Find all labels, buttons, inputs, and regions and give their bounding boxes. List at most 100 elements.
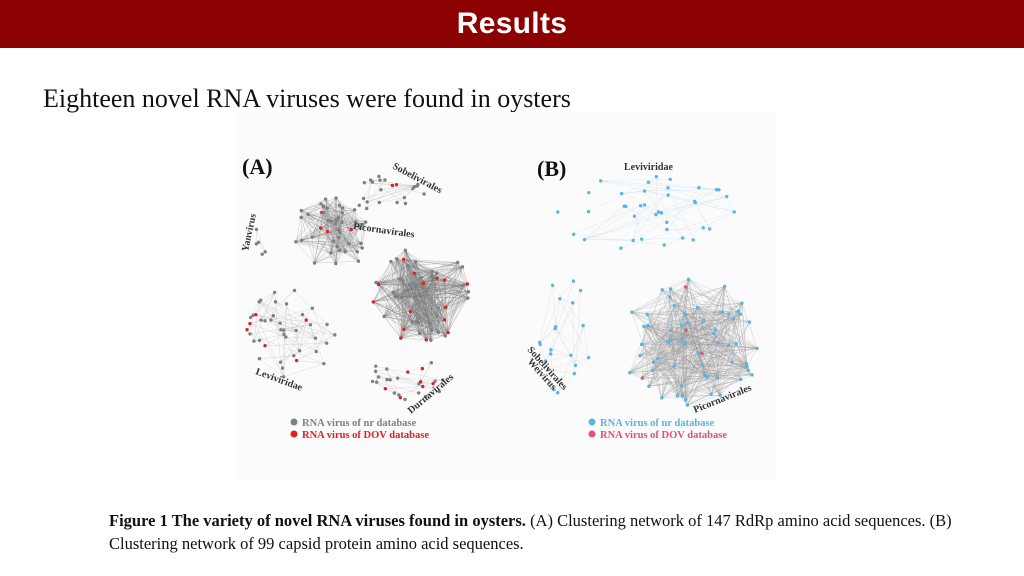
a-picornavirales-2-edge — [414, 266, 463, 274]
a-picornavirales-2-edge — [395, 295, 421, 297]
a-durnavirales-edge — [378, 376, 401, 398]
a-picornavirales-2-edge — [415, 261, 458, 263]
a-picornavirales-2-node — [402, 327, 406, 332]
a-leviviridae-node — [333, 333, 337, 337]
a-leviviridae-node — [248, 315, 253, 320]
b-picornavirales-edge — [697, 307, 737, 345]
b-picornavirales-edge — [685, 314, 704, 321]
b-picornavirales-edge — [704, 314, 741, 376]
b-leviviridae-edge — [624, 206, 667, 230]
a-picornavirales-2-node — [466, 296, 470, 300]
network-nodes — [245, 174, 759, 407]
a-sobelivirales-node — [390, 183, 395, 188]
b-picornavirales-node — [646, 323, 650, 328]
a-picornavirales-1-edge — [339, 250, 359, 262]
a-picornavirales-2-edge — [375, 258, 397, 283]
a-picornavirales-1-edge — [312, 236, 339, 238]
b-picornavirales-edge — [639, 279, 689, 356]
b-sobelivirales-node — [538, 342, 542, 347]
b-picornavirales-edge — [647, 325, 682, 387]
a-picornavirales-2-edge — [415, 261, 464, 286]
b-picornavirales-edge — [667, 341, 758, 349]
b-picornavirales-edge — [713, 333, 758, 349]
a-picornavirales-2-edge — [419, 333, 446, 337]
b-picornavirales-edge — [704, 318, 734, 376]
b-picornavirales-edge — [661, 325, 682, 398]
b-leviviridae-edge — [584, 176, 657, 240]
a-picornavirales-2-node — [418, 293, 423, 298]
b-picornavirales-edge — [738, 311, 748, 367]
a-leviviridae-edge — [260, 292, 275, 321]
b-picornavirales-edge — [643, 305, 675, 327]
a-leviviridae-node — [284, 302, 289, 306]
b-leviviridae-node — [619, 246, 623, 250]
a-leviviridae-node — [248, 321, 252, 326]
b-picornavirales-node — [660, 396, 664, 400]
a-picornavirales-2-edge — [373, 296, 396, 303]
caption-title: Figure 1 The variety of novel RNA viruse… — [109, 511, 526, 530]
b-picornavirales-edge — [662, 279, 689, 291]
a-yanvirus-node — [263, 250, 267, 254]
a-leviviridae-node — [279, 328, 283, 332]
b-picornavirales-edge — [642, 326, 645, 379]
b-leviviridae-node — [619, 191, 624, 196]
a-durnavirales-edge — [420, 381, 440, 392]
b-picornavirales-edge — [677, 366, 748, 397]
b-leviviridae-node — [631, 238, 635, 243]
a-sobelivirales-edge — [363, 184, 418, 199]
a-picornavirales-2-node — [424, 338, 428, 342]
b-picornavirales-edge — [653, 279, 689, 363]
b-picornavirales-edge — [662, 289, 739, 312]
a-leviviridae-edge — [274, 292, 281, 363]
b-leviviridae-edge — [695, 202, 735, 213]
a-leviviridae-edge — [310, 324, 325, 364]
a-picornavirales-1-node — [334, 261, 338, 266]
a-picornavirales-1-edge — [338, 237, 346, 252]
b-picornavirales-node — [672, 364, 677, 368]
a-leviviridae-edge — [296, 351, 317, 361]
a-picornavirales-2-node — [403, 248, 408, 252]
a-yanvirus-edge — [258, 242, 266, 252]
a-yanvirus-node — [256, 240, 261, 244]
a-durnavirales-node — [418, 380, 423, 384]
a-sobelivirales-edge — [379, 197, 405, 203]
a-picornavirales-2-node — [442, 278, 447, 282]
a-picornavirales-1-edge — [323, 209, 355, 213]
a-leviviridae-node — [252, 339, 256, 343]
a-durnavirales-node — [370, 379, 375, 384]
a-picornavirales-1-edge — [314, 251, 346, 264]
a-durnavirales-edge — [386, 368, 391, 380]
a-picornavirales-2-edge — [400, 262, 458, 339]
a-leviviridae-edge — [265, 342, 327, 346]
a-leviviridae-edge — [249, 323, 255, 342]
b-leviviridae-node — [571, 232, 576, 237]
b-picornavirales-node — [718, 393, 722, 397]
a-picornavirales-1-node — [312, 261, 317, 265]
b-sobelivirales-node — [586, 355, 591, 360]
a-picornavirales-1-edge — [301, 210, 359, 262]
b-sobelivirales-node — [558, 296, 562, 301]
a-durnavirales-node — [433, 379, 437, 383]
b-picornavirales-edge — [643, 326, 654, 363]
panel-b-picornavirales-label: Picornavirales — [692, 382, 753, 415]
a-picornavirales-2-edge — [433, 278, 446, 308]
a-picornavirales-1-node — [321, 210, 326, 215]
a-leviviridae-edge — [280, 324, 328, 363]
b-picornavirales-node — [715, 376, 720, 380]
a-picornavirales-2-node — [395, 257, 399, 261]
b-picornavirales-edge — [629, 289, 663, 373]
a-picornavirales-2-edge — [378, 279, 445, 285]
b-picornavirales-node — [732, 317, 736, 321]
a-picornavirales-1-node — [340, 220, 344, 224]
a-picornavirales-2-edge — [394, 284, 410, 297]
b-picornavirales-edge — [681, 324, 714, 334]
a-picornavirales-1-node — [336, 216, 341, 220]
b-leviviridae-edge — [644, 189, 717, 192]
b-leviviridae-node — [632, 214, 637, 218]
a-picornavirales-2-edge — [373, 301, 401, 339]
a-leviviridae-edge — [250, 317, 284, 377]
a-picornavirales-1-edge — [332, 198, 337, 242]
a-picornavirales-2-edge — [415, 261, 434, 279]
a-picornavirales-1-node — [318, 226, 323, 230]
b-leviviridae-node — [732, 210, 736, 214]
